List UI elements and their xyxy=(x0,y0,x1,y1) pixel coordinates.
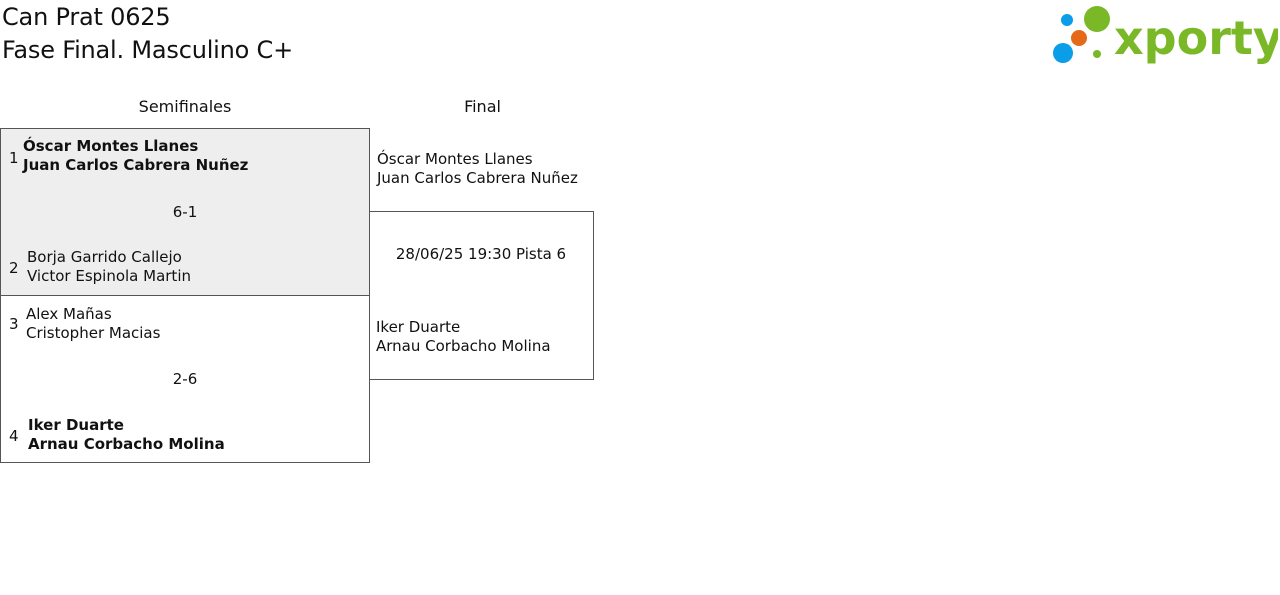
round-header-final: Final xyxy=(464,97,501,116)
logo-dot-blue xyxy=(1053,43,1073,63)
player-name: Óscar Montes Llanes xyxy=(23,137,199,155)
match-score: 2-6 xyxy=(172,370,198,388)
player-name: Juan Carlos Cabrera Nuñez xyxy=(377,169,578,187)
player-name: Iker Duarte xyxy=(376,318,461,336)
player-name: Borja Garrido Callejo xyxy=(27,248,182,266)
logo-dot-green xyxy=(1084,6,1110,32)
team-entry: Iker Duarte Arnau Corbacho Molina xyxy=(28,416,225,454)
player-name: Alex Mañas xyxy=(26,305,112,323)
logo-dot-orange xyxy=(1071,30,1087,46)
logo-dot-blue-small xyxy=(1061,14,1073,26)
team-entry: Alex Mañas Cristopher Macias xyxy=(26,305,160,343)
seed-number: 2 xyxy=(9,259,19,277)
semifinal-match-1[interactable]: 1 Óscar Montes Llanes Juan Carlos Cabrer… xyxy=(0,128,370,296)
xporty-logo-icon: xporty xyxy=(1053,6,1280,65)
final-team-top: Óscar Montes Llanes Juan Carlos Cabrera … xyxy=(377,150,578,188)
player-name: Iker Duarte xyxy=(28,416,124,434)
tournament-title: Can Prat 0625 xyxy=(2,3,171,31)
player-name: Arnau Corbacho Molina xyxy=(28,435,225,453)
round-header-semifinals: Semifinales xyxy=(138,97,232,116)
semifinal-match-2[interactable]: 3 Alex Mañas Cristopher Macias 2-6 4 Ike… xyxy=(0,295,370,463)
player-name: Óscar Montes Llanes xyxy=(377,150,533,168)
player-name: Arnau Corbacho Molina xyxy=(376,337,551,355)
logo-text: xporty xyxy=(1114,11,1278,65)
match-schedule: 28/06/25 19:30 Pista 6 xyxy=(395,245,567,263)
final-match[interactable]: 28/06/25 19:30 Pista 6 Iker Duarte Arnau… xyxy=(369,211,594,380)
phase-title: Fase Final. Masculino C+ xyxy=(2,36,294,64)
final-team-bottom: Iker Duarte Arnau Corbacho Molina xyxy=(376,318,551,356)
seed-number: 1 xyxy=(9,149,19,167)
xporty-logo: xporty xyxy=(1050,2,1280,68)
team-entry: Óscar Montes Llanes Juan Carlos Cabrera … xyxy=(23,137,248,175)
seed-number: 4 xyxy=(9,427,19,445)
player-name: Victor Espinola Martin xyxy=(27,267,191,285)
player-name: Cristopher Macias xyxy=(26,324,161,342)
player-name: Juan Carlos Cabrera Nuñez xyxy=(23,156,249,174)
logo-dot-green-small xyxy=(1093,50,1101,58)
team-entry: Borja Garrido Callejo Victor Espinola Ma… xyxy=(27,248,191,286)
seed-number: 3 xyxy=(9,315,19,333)
match-score: 6-1 xyxy=(172,203,198,221)
